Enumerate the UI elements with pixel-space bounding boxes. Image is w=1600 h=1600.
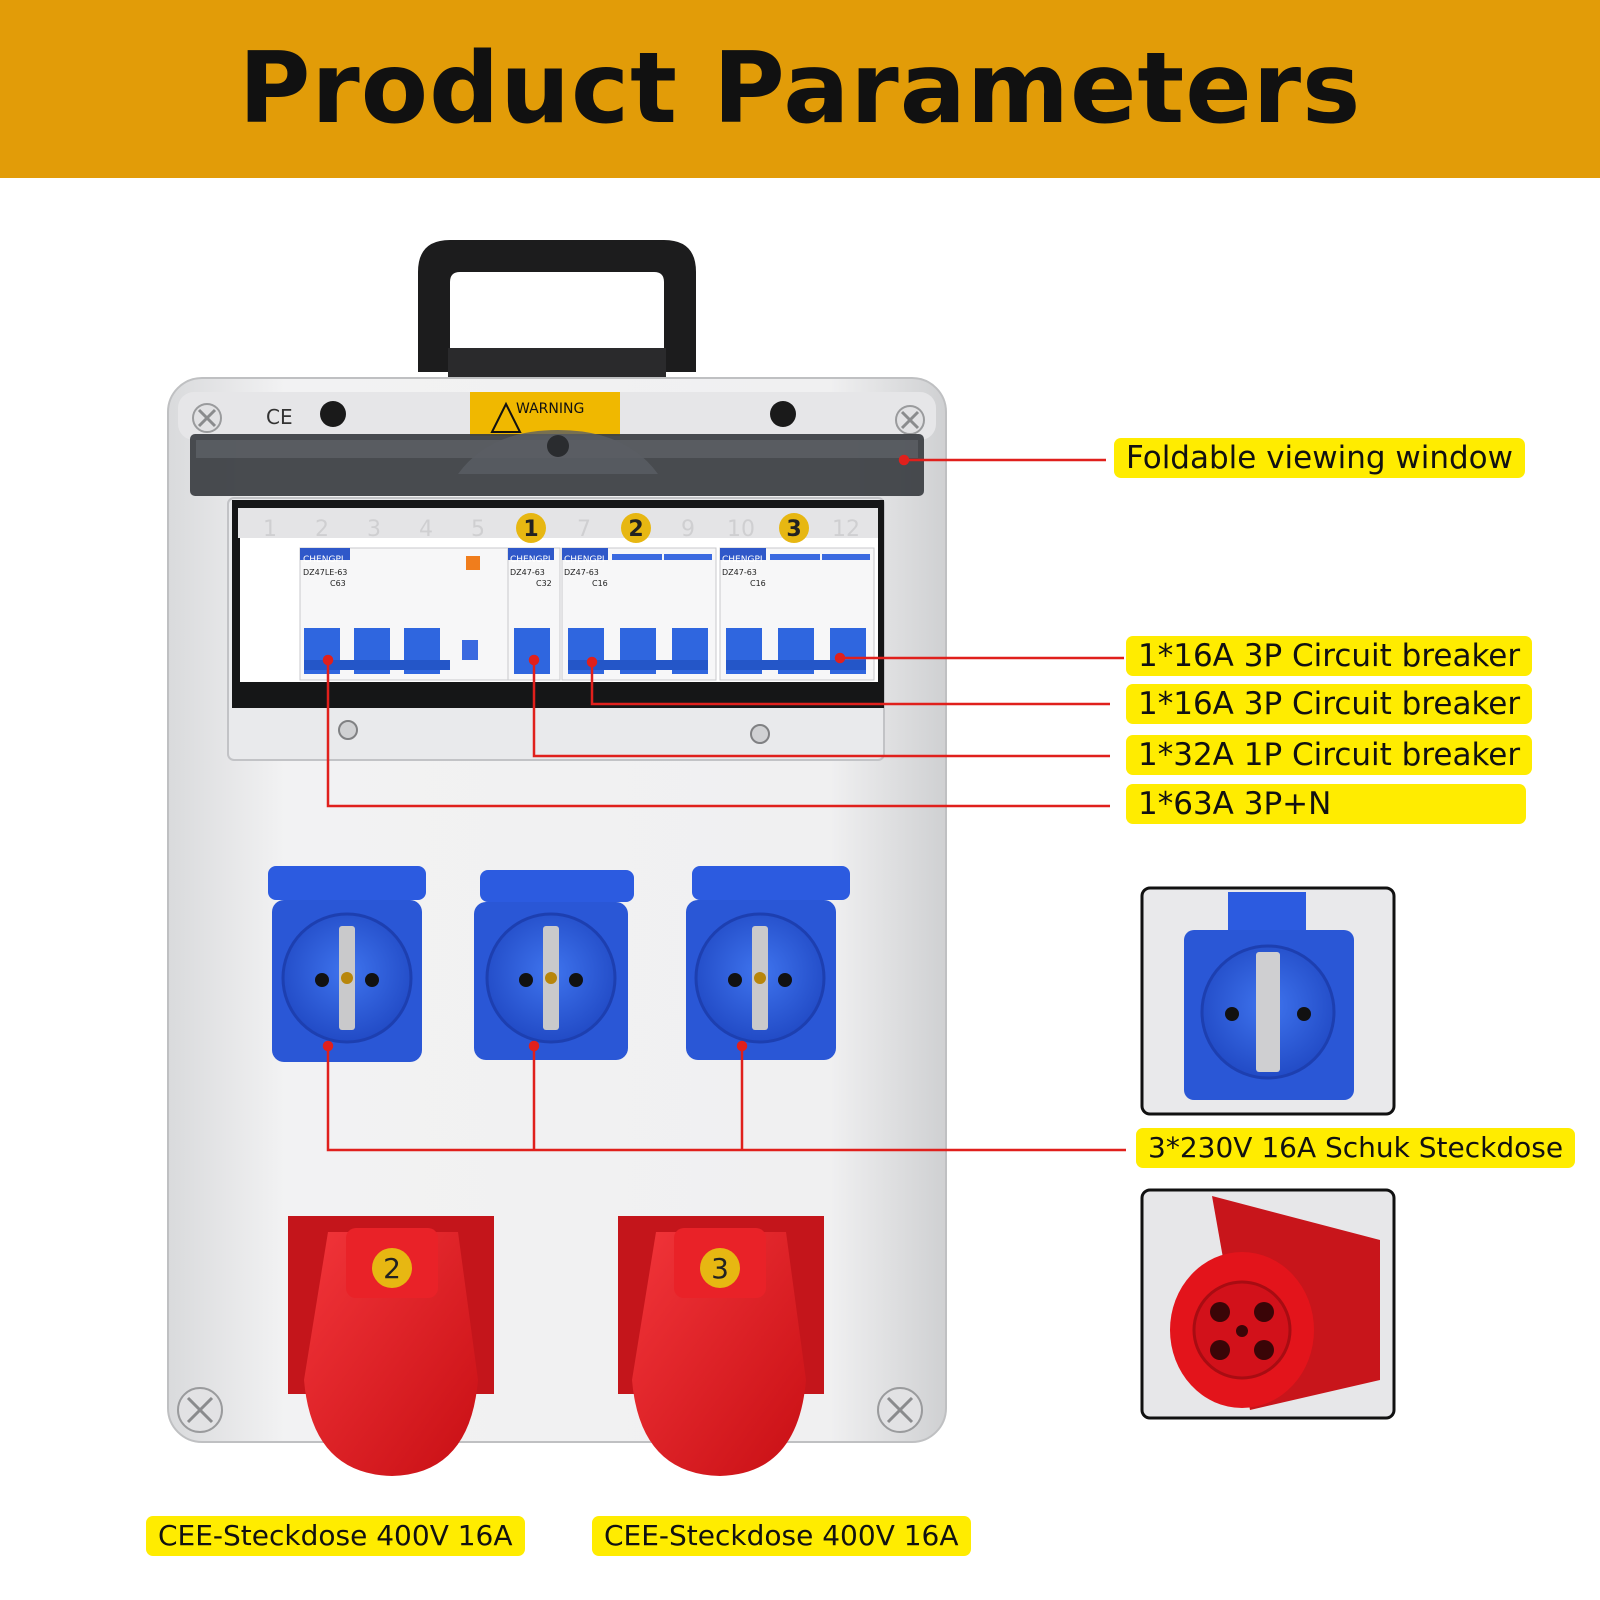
breaker-brand: CHENGPI — [510, 555, 551, 565]
breaker-rcbo-63a: CHENGPI DZ47LE-63 C63 — [299, 547, 509, 681]
label-main-breaker: 1*63A 3P+N — [1126, 784, 1526, 824]
lid-knobs — [320, 401, 796, 427]
label-breaker-16a-a: 1*16A 3P Circuit breaker — [1126, 636, 1533, 676]
schuko-socket-2 — [474, 870, 634, 1060]
breaker-3p-16a-second: CHENGPI DZ47-63 C16 — [719, 547, 875, 681]
cee-detail-inset — [1140, 1188, 1396, 1420]
module-number: 1 — [523, 517, 538, 542]
module-number: 5 — [471, 517, 485, 542]
ce-mark: CE — [266, 405, 293, 429]
compartment-screws — [338, 720, 770, 744]
breaker-brand: CHENGPI — [303, 555, 344, 565]
cee-socket-right: 3 — [618, 1216, 824, 1476]
label-cee-left: CEE-Steckdose 400V 16A — [146, 1516, 525, 1556]
cee-number: 3 — [711, 1252, 729, 1285]
module-number: 1 — [263, 517, 277, 542]
breaker-3p-16a-first: CHENGPI DZ47-63 C16 — [561, 547, 717, 681]
module-number: 2 — [315, 517, 329, 542]
cee-number: 2 — [383, 1252, 401, 1285]
page-title: Product Parameters — [238, 32, 1362, 146]
label-cee-right: CEE-Steckdose 400V 16A — [592, 1516, 971, 1556]
leader-lines — [322, 454, 1126, 1152]
breaker-model: DZ47-63 — [722, 568, 757, 577]
warning-sticker: WARNING — [470, 392, 620, 436]
breaker-model: DZ47LE-63 — [303, 568, 347, 577]
breaker-rating: C16 — [750, 579, 766, 588]
module-number: 10 — [727, 517, 755, 542]
schuko-socket-3 — [686, 866, 850, 1060]
breaker-model: DZ47-63 — [510, 568, 545, 577]
breaker-brand: CHENGPI — [722, 555, 763, 565]
carry-handle — [418, 240, 696, 388]
header-bar: Product Parameters — [0, 0, 1600, 178]
module-number: 12 — [832, 517, 860, 542]
module-number: 3 — [367, 517, 381, 542]
module-number-strip: 1 2 3 4 5 1 7 2 9 10 3 12 — [263, 513, 860, 543]
module-number: 2 — [628, 517, 643, 542]
schuko-socket-1 — [268, 866, 426, 1062]
label-breaker-16a-b: 1*16A 3P Circuit breaker — [1126, 684, 1533, 724]
schuko-detail-inset — [1140, 886, 1396, 1116]
breaker-model: DZ47-63 — [564, 568, 599, 577]
breaker-brand: CHENGPI — [564, 555, 605, 565]
label-viewing-window: Foldable viewing window — [1114, 438, 1525, 478]
breaker-rating: C32 — [536, 579, 552, 588]
label-schuko-sockets: 3*230V 16A Schuk Steckdose — [1136, 1128, 1576, 1168]
label-breaker-32a: 1*32A 1P Circuit breaker — [1126, 735, 1533, 775]
module-number: 9 — [681, 517, 695, 542]
cee-socket-left: 2 — [288, 1216, 494, 1476]
breaker-rating: C63 — [330, 579, 346, 588]
module-number: 4 — [419, 517, 433, 542]
viewing-window-lid — [190, 430, 924, 496]
module-number: 3 — [786, 517, 801, 542]
breaker-rating: C16 — [592, 579, 608, 588]
warning-text: WARNING — [516, 401, 584, 417]
module-number: 7 — [577, 517, 591, 542]
